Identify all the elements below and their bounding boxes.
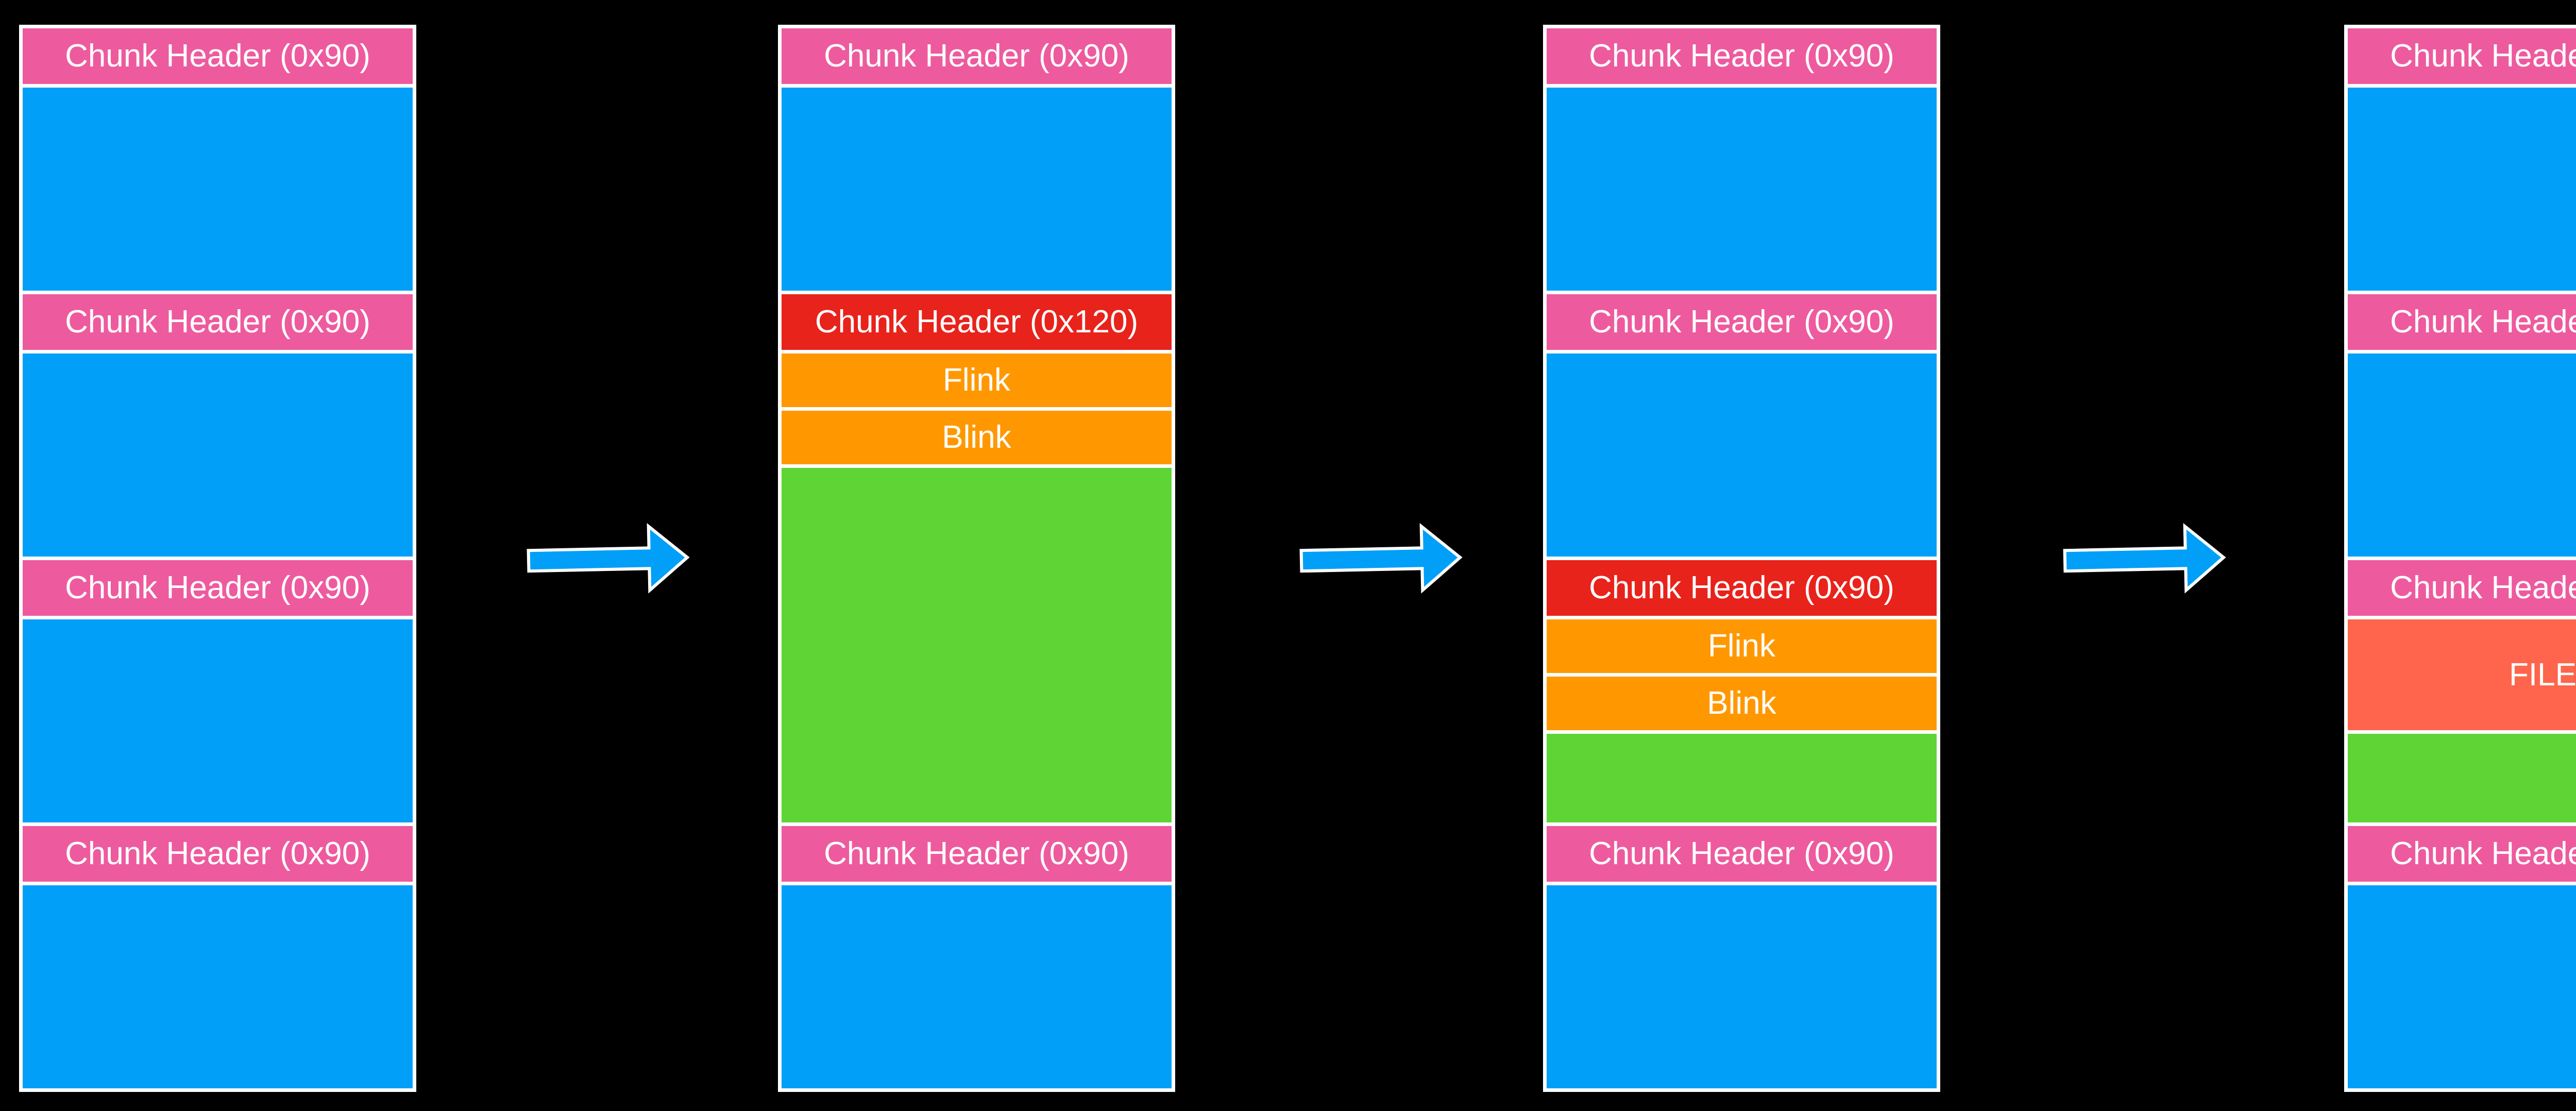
chunk-body (782, 88, 1172, 291)
memory-column-initial-heap: Chunk Header (0x90) Chunk Header (0x90) Ch… (19, 25, 416, 1092)
file-data: FILE (2348, 619, 2576, 730)
flow-arrow-icon (2061, 521, 2228, 597)
chunk-body (1547, 354, 1937, 557)
free-space (2348, 734, 2576, 822)
chunk-body (1547, 88, 1937, 291)
chunk-header: Chunk Header (0x90) (2348, 294, 2576, 350)
chunk-body (1547, 885, 1937, 1088)
memory-column-split-free-chunk: Chunk Header (0x90) Chunk Header (0x90) Ch… (1543, 25, 1940, 1092)
chunk-header: Chunk Header (0x90) (2348, 28, 2576, 84)
chunk-header: Chunk Header (0x90) (1547, 826, 1937, 882)
chunk-header: Chunk Header (0x90) (782, 826, 1172, 882)
chunk-header: Chunk Header (0x60) (2348, 560, 2576, 616)
chunk-header: Chunk Header (0x90) (23, 826, 413, 882)
blink-cell: Blink (1547, 677, 1937, 730)
chunk-header: Chunk Header (0x90) (782, 28, 1172, 84)
flow-arrow-icon (525, 521, 691, 597)
memory-column-allocated-file-chunk: Chunk Header (0x90) Chunk Header (0x90) Ch… (2344, 25, 2576, 1092)
chunk-body (2348, 885, 2576, 1088)
memory-column-coalesced-free-chunk: Chunk Header (0x90) Chunk Header (0x120)F… (778, 25, 1175, 1092)
chunk-header: Chunk Header (0x120) (782, 294, 1172, 350)
blink-cell: Blink (782, 411, 1172, 464)
free-space (782, 468, 1172, 822)
chunk-header: Chunk Header (0x90) (1547, 28, 1937, 84)
chunk-header: Chunk Header (0x90) (23, 560, 413, 616)
chunk-header: Chunk Header (0x90) (23, 28, 413, 84)
chunk-body (23, 885, 413, 1088)
free-space (1547, 734, 1937, 822)
chunk-body (782, 885, 1172, 1088)
chunk-body (23, 619, 413, 822)
chunk-header: Chunk Header (0x90) (23, 294, 413, 350)
chunk-body (2348, 354, 2576, 557)
chunk-body (23, 354, 413, 557)
chunk-body (2348, 88, 2576, 291)
chunk-body (23, 88, 413, 291)
flow-arrow-icon (1298, 521, 1464, 597)
chunk-header: Chunk Header (0x90) (1547, 294, 1937, 350)
flink-cell: Flink (782, 354, 1172, 407)
chunk-header: Chunk Header (0x90) (2348, 826, 2576, 882)
chunk-header: Chunk Header (0x90) (1547, 560, 1937, 616)
flink-cell: Flink (1547, 619, 1937, 673)
